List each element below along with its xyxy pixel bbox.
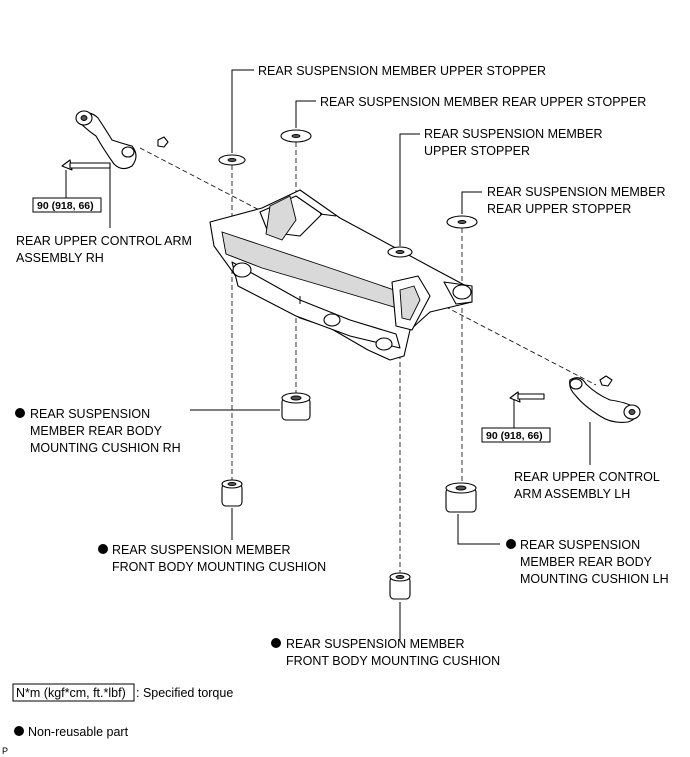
- nonreusable-mark-rh-rear: [15, 408, 25, 418]
- rear-body-cushion-rh: [281, 392, 311, 421]
- label-cushion-front-left-line2: FRONT BODY MOUNTING CUSHION: [112, 560, 326, 574]
- label-upper-stopper-top: REAR SUSPENSION MEMBER UPPER STOPPER: [258, 64, 546, 78]
- nonreusable-mark-lh-rear: [506, 539, 516, 549]
- torque-box-right: 90 (918, 66): [481, 427, 551, 443]
- label-rear-upper-stopper-top: REAR SUSPENSION MEMBER REAR UPPER STOPPE…: [320, 95, 646, 109]
- torque-box-left: 90 (918, 66): [32, 197, 102, 213]
- label-cushion-rear-lh-line3: MOUNTING CUSHION LH: [520, 572, 669, 586]
- legend-nonreusable-desc: Non-reusable part: [28, 725, 129, 739]
- rear-upper-stopper-right: [446, 215, 478, 229]
- label-cushion-front-center-line2: FRONT BODY MOUNTING CUSHION: [286, 654, 500, 668]
- upper-stopper-right: [387, 246, 413, 258]
- bolt-rh: [61, 159, 111, 171]
- nonreusable-mark-front-left: [98, 544, 108, 554]
- torque-value-left: 90 (918, 66): [37, 200, 94, 212]
- label-cushion-rear-lh-line2: MEMBER REAR BODY: [520, 555, 653, 569]
- label-rear-upper-stopper-right-line1: REAR SUSPENSION MEMBER: [487, 185, 666, 199]
- front-body-cushion-left: [221, 479, 243, 507]
- upper-control-arm-rh: [75, 110, 169, 170]
- nonreusable-mark-front-center: [271, 638, 281, 648]
- label-arm-lh-line2: ARM ASSEMBLY LH: [514, 487, 630, 501]
- rear-body-cushion-lh: [445, 482, 477, 513]
- legend: N*m (kgf*cm, ft.*lbf) : Specified torque…: [12, 683, 233, 739]
- label-cushion-front-center-line1: REAR SUSPENSION MEMBER: [286, 637, 465, 651]
- label-cushion-rear-rh-line2: MEMBER REAR BODY: [30, 424, 163, 438]
- label-cushion-rear-rh-line3: MOUNTING CUSHION RH: [30, 441, 181, 455]
- upper-control-arm-lh: [569, 375, 641, 423]
- label-upper-stopper-mid-line2: UPPER STOPPER: [424, 144, 530, 158]
- label-rear-upper-stopper-right-line2: REAR UPPER STOPPER: [487, 202, 631, 216]
- corner-mark: P: [2, 746, 8, 756]
- label-arm-rh-line2: ASSEMBLY RH: [16, 251, 104, 265]
- label-cushion-front-left-line1: REAR SUSPENSION MEMBER: [112, 543, 291, 557]
- legend-nonreusable-mark: [14, 726, 24, 736]
- rear-upper-stopper-left: [280, 129, 312, 143]
- leader-lines: [65, 69, 591, 640]
- label-cushion-rear-rh-line1: REAR SUSPENSION: [30, 407, 150, 421]
- label-arm-lh-line1: REAR UPPER CONTROL: [514, 470, 660, 484]
- legend-torque-desc: : Specified torque: [136, 686, 233, 700]
- rear-suspension-member: [209, 189, 473, 361]
- label-cushion-rear-lh-line1: REAR SUSPENSION: [520, 538, 640, 552]
- front-body-cushion-center: [389, 572, 411, 600]
- bolt-lh: [509, 391, 545, 403]
- label-upper-stopper-mid-line1: REAR SUSPENSION MEMBER: [424, 127, 603, 141]
- torque-value-right: 90 (918, 66): [486, 430, 543, 442]
- label-arm-rh-line1: REAR UPPER CONTROL ARM: [16, 234, 192, 248]
- upper-stopper-left: [218, 154, 246, 166]
- legend-torque-unit: N*m (kgf*cm, ft.*lbf): [16, 686, 126, 700]
